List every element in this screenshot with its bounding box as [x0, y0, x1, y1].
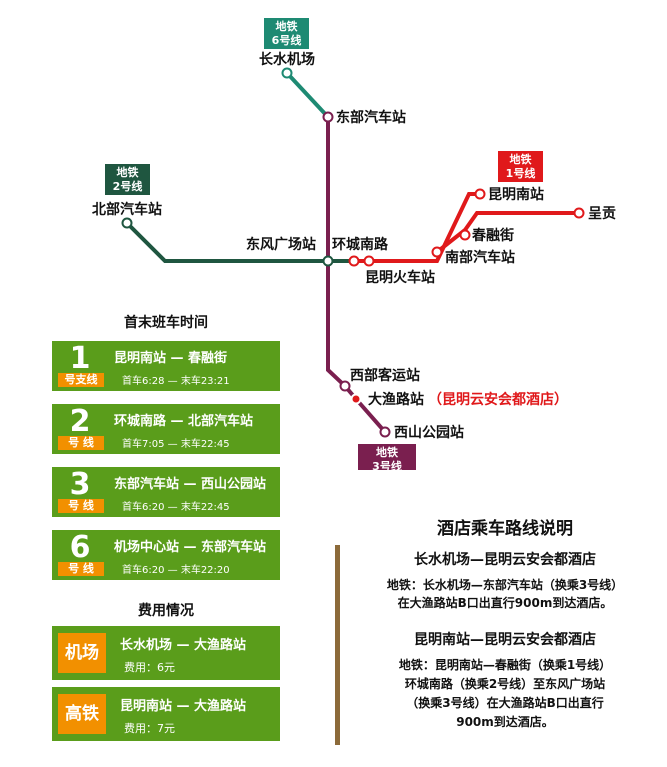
line-tag: 号 线	[58, 436, 104, 450]
station-dot-xishan	[379, 426, 391, 438]
line-number: 3	[69, 467, 91, 502]
line-tag: 号 线	[58, 562, 104, 576]
route-text: 东部汽车站 — 西山公园站	[114, 477, 267, 492]
station-dot-changshui	[281, 67, 293, 79]
line-tag: 号 线	[58, 499, 104, 513]
schedule-card-line2: 2 号 线 环城南路 — 北部汽车站 首车7:05 — 末车22:45	[52, 404, 280, 454]
station-dot-beibu	[121, 217, 133, 229]
line-3-badge: 地铁 3号线	[358, 444, 416, 470]
line-1-badge: 地铁 1号线	[498, 151, 543, 182]
station-dot-nanbu	[431, 246, 443, 258]
line-6-badge: 地铁 6号线	[264, 18, 309, 49]
station-label-chenggong: 呈贡	[588, 206, 616, 222]
station-label-changshui: 长水机场	[259, 51, 315, 68]
svg-text:1号线: 1号线	[506, 166, 536, 180]
svg-text:2号线: 2号线	[113, 179, 143, 193]
line-number: 6	[69, 530, 91, 565]
station-dot-dayu	[350, 393, 362, 405]
route-text: 机场中心站 — 东部汽车站	[114, 540, 267, 555]
schedule-card-line6: 6 号 线 机场中心站 — 东部汽车站 首车6:20 — 末车22:20	[52, 530, 280, 580]
station-label-beibu: 北部汽车站	[92, 201, 162, 218]
guide-route-2-line: 地铁：昆明南站—春融街（换乘1号线）	[398, 658, 612, 672]
station-dot-kunming-huoche	[363, 255, 375, 267]
line-number: 1	[69, 341, 91, 376]
guide-route-1-line: 地铁：长水机场—东部汽车站（换乘3号线）	[386, 578, 624, 592]
station-label-dayu: 大渔路站	[368, 391, 424, 408]
route-text: 长水机场 — 大渔路站	[120, 638, 247, 653]
metro-map: 地铁 6号线 地铁 2号线 地铁 1号线 地铁 3号线 长水机场 东部汽车站 北…	[92, 18, 616, 470]
station-label-dongbu: 东部汽车站	[336, 109, 406, 126]
hotel-label: （昆明云安会都酒店）	[428, 391, 568, 408]
time-text: 首车6:20 — 末车22:45	[122, 502, 230, 513]
guide-route-2-line: 环城南路（换乘2号线）至东风广场站	[404, 677, 606, 691]
station-label-dongfeng: 东风广场站	[246, 236, 316, 253]
station-dot-dongfeng	[322, 255, 334, 267]
line-number: 2	[69, 404, 91, 439]
line-6-track	[285, 71, 330, 119]
station-dot-chenggong	[573, 207, 585, 219]
station-label-xishan: 西山公园站	[394, 424, 464, 441]
guide-route-2-heading: 昆明南站—昆明云安会都酒店	[414, 632, 596, 648]
station-label-nanbu: 南部汽车站	[445, 249, 515, 266]
fee-card-airport: 机场 长水机场 — 大渔路站 费用：6元	[52, 626, 280, 680]
guide-route-1-line: 在大渔路站B口出直行900m到达酒店。	[397, 596, 613, 610]
station-label-kunming-huoche: 昆明火车站	[365, 269, 435, 286]
station-dot-dongbu	[322, 111, 334, 123]
time-text: 首车6:20 — 末车22:20	[122, 565, 230, 576]
station-label-huancheng: 环城南路	[332, 236, 389, 253]
station-dot-huancheng	[348, 255, 360, 267]
svg-text:地铁: 地铁	[376, 445, 398, 459]
line-2-track	[125, 221, 354, 263]
svg-text:地铁: 地铁	[510, 152, 532, 166]
schedule-card-line3: 3 号 线 东部汽车站 — 西山公园站 首车6:20 — 末车22:45	[52, 467, 280, 517]
station-label-kunming-nan: 昆明南站	[488, 186, 544, 203]
route-text: 昆明南站 — 大渔路站	[120, 699, 247, 714]
guide-route-2-line: （换乘3号线）在大渔路站B口出直行	[406, 696, 604, 710]
svg-text:地铁: 地铁	[117, 165, 139, 179]
svg-text:3号线: 3号线	[372, 459, 402, 470]
station-dot-kunming-nan	[474, 188, 486, 200]
guide-title: 酒店乘车路线说明	[437, 519, 573, 539]
fee-tag: 机场	[58, 633, 106, 673]
station-dot-xibu-keyun	[339, 380, 351, 392]
station-dot-chunrong	[459, 229, 471, 241]
line-2-badge: 地铁 2号线	[105, 164, 150, 195]
route-text: 昆明南站 — 春融街	[114, 351, 228, 366]
svg-text:6号线: 6号线	[272, 33, 302, 47]
station-label-chunrong: 春融街	[471, 227, 514, 244]
fee-text: 费用：6元	[124, 661, 175, 674]
time-text: 首车6:28 — 末车23:21	[122, 376, 230, 387]
schedule-card-line1: 1 号支线 昆明南站 — 春融街 首车6:28 — 末车23:21	[52, 341, 280, 391]
line-1-branch-track	[435, 211, 579, 254]
guide-route-1-heading: 长水机场—昆明云安会都酒店	[414, 552, 596, 568]
route-text: 环城南路 — 北部汽车站	[114, 414, 254, 429]
fees-title: 费用情况	[138, 603, 194, 619]
fee-text: 费用：7元	[124, 722, 175, 735]
fee-card-highspeed: 高铁 昆明南站 — 大渔路站 费用：7元	[52, 687, 280, 741]
time-text: 首车7:05 — 末车22:45	[122, 439, 230, 450]
schedule-title: 首末班车时间	[124, 315, 208, 331]
svg-text:地铁: 地铁	[276, 19, 298, 33]
guide-route-2-line: 900m到达酒店。	[456, 715, 554, 729]
station-label-xibu-keyun: 西部客运站	[350, 367, 420, 384]
guide-divider	[335, 545, 340, 745]
line-tag: 号支线	[58, 373, 104, 387]
fee-tag: 高铁	[58, 694, 106, 734]
